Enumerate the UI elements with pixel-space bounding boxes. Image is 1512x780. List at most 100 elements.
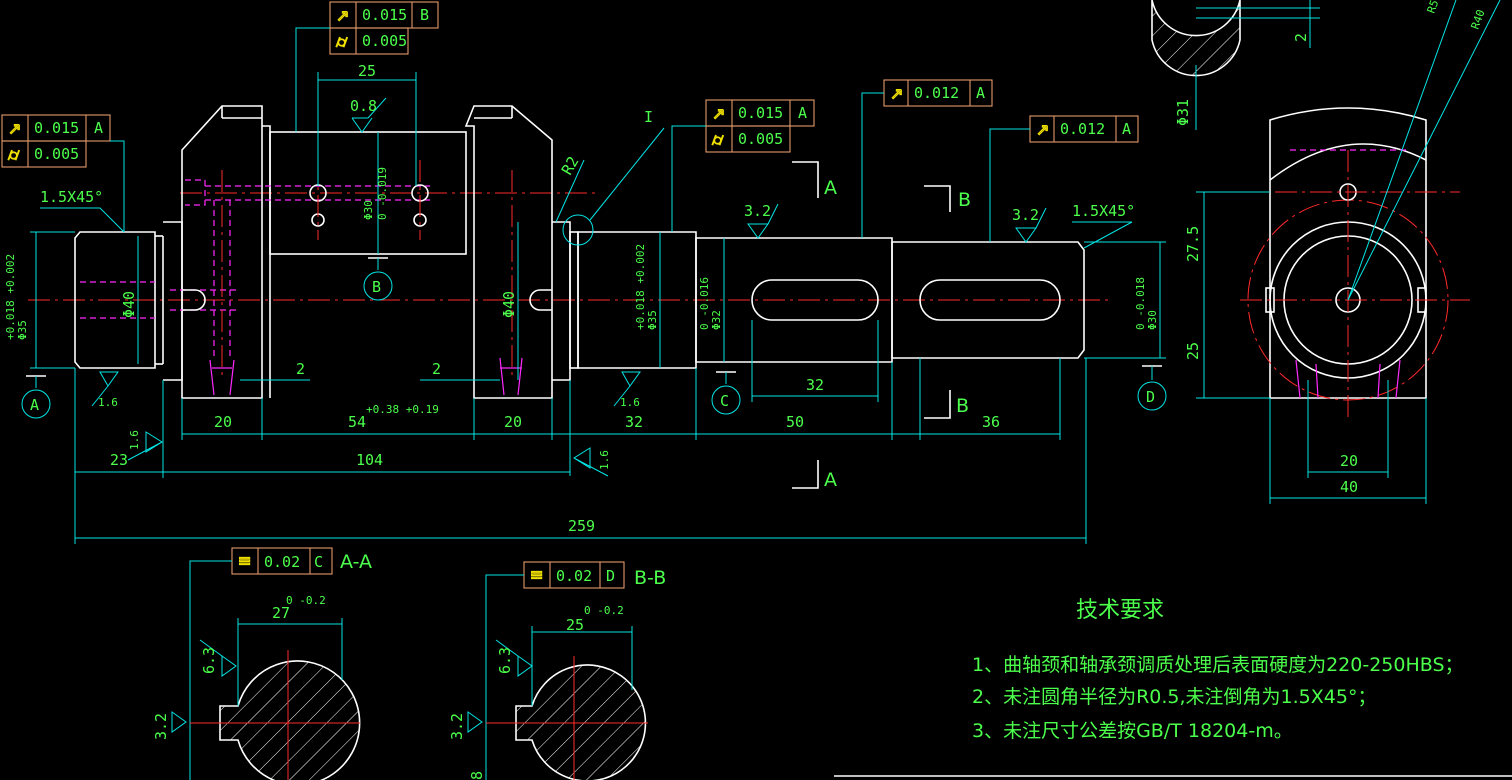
- dim-25-section-tol: 0 -0.2: [584, 604, 624, 617]
- frame3-datum: A: [798, 104, 807, 122]
- rough-32-b: 3.2: [1012, 206, 1039, 224]
- section-bb-title: B-B: [634, 567, 666, 589]
- runout-icon: ↗: [1036, 120, 1049, 139]
- rough-16-a: 1.6: [98, 396, 118, 409]
- tolerance-frame-1: ↗ ⌭ 0.015 B 0.005: [295, 1, 439, 132]
- tolerance-frame-2: ↗⌭ 0.015 A 0.005: [1, 114, 125, 232]
- frame7-datum: D: [606, 567, 615, 585]
- dim-dia35-right-tol: +0.018 +0.002: [634, 244, 647, 330]
- frame6-value: 0.02: [264, 553, 300, 571]
- section-marks: A A B B: [792, 161, 971, 491]
- rough-16-d: 1.6: [598, 450, 611, 470]
- keyway-2: [919, 279, 1061, 321]
- note-1: 1、曲轴颈和轴承颈调质处理后表面硬度为220-250HBS；: [972, 654, 1464, 676]
- cylindricity-icon: ⌭: [336, 32, 348, 51]
- radius-r5: R5: [1425, 0, 1442, 15]
- rough-16-b: 1.6: [128, 430, 141, 450]
- dimensions: 25 0.8 Φ30 0 -0.019 1.5X45° 1.5X45° Φ35 …: [4, 62, 1166, 544]
- tolerance-frame-4: ↗ 0.012 A: [861, 79, 993, 238]
- top-detail-view: 2 Φ31: [1151, 0, 1320, 130]
- frame1-datum: B: [420, 6, 429, 24]
- dim-dia30: Φ30: [362, 200, 375, 220]
- detail-label-I: I: [644, 108, 653, 126]
- frame6-datum: C: [314, 553, 323, 571]
- dim-27-tol: 0 -0.2: [286, 594, 326, 607]
- dim-dia31: Φ31: [1174, 99, 1192, 126]
- dim-dia30-right: Φ30: [1146, 310, 1159, 330]
- frame2-value2: 0.005: [34, 145, 79, 163]
- dim-25: 25: [358, 62, 376, 80]
- dim-104: 104: [356, 451, 383, 469]
- section-bb-view: ≡ 0.02 D B-B 25 0 -0.2 6.3 3.2 8: [448, 561, 666, 780]
- rough-32-section-b: 3.2: [448, 713, 466, 740]
- dim-20-side: 20: [1340, 452, 1358, 470]
- dim-50: 50: [786, 413, 804, 431]
- dim-dia30-right-tol: 0 -0.018: [1134, 277, 1147, 330]
- frame4-value: 0.012: [914, 84, 959, 102]
- frame5-datum: A: [1122, 120, 1131, 138]
- technical-requirements: 技术要求 1、曲轴颈和轴承颈调质处理后表面硬度为220-250HBS； 2、未注…: [834, 598, 1512, 777]
- rough-32-a: 3.2: [744, 202, 771, 220]
- frame4-datum: A: [976, 84, 985, 102]
- section-b-top: B: [958, 189, 971, 211]
- rough-32-section-a: 3.2: [152, 713, 170, 740]
- frame1-value2: 0.005: [362, 32, 407, 50]
- dim-dia32-tol: 0 -0.016: [698, 277, 711, 330]
- dim-dia32: Φ32: [710, 310, 723, 330]
- frame2-datum: A: [94, 119, 103, 137]
- frame7-value: 0.02: [556, 567, 592, 585]
- datums: A B C D: [21, 257, 1167, 419]
- cylindricity-icon: ⌭: [8, 145, 20, 164]
- dim-27: 27: [272, 604, 290, 622]
- chamfer-right: 1.5X45°: [1072, 202, 1135, 220]
- dim-25-vertical: 25: [1184, 342, 1202, 360]
- dim-dia30-tol: 0 -0.019: [376, 167, 389, 220]
- frame1-value1: 0.015: [362, 6, 407, 24]
- dim-32-journal: 32: [625, 413, 643, 431]
- dim-259: 259: [568, 517, 595, 535]
- section-b-bottom: B: [956, 395, 969, 417]
- dim-27-5: 27.5: [1184, 226, 1202, 262]
- datum-b: B: [372, 278, 381, 296]
- section-aa-title: A-A: [340, 551, 372, 573]
- tolerance-frame-3: ↗⌭ 0.015 A 0.005: [671, 99, 815, 232]
- dim-2-top: 2: [1292, 33, 1310, 42]
- dim-54: 54: [348, 413, 366, 431]
- dim-2-left: 2: [296, 360, 305, 378]
- dim-dia35-right: Φ35: [646, 310, 659, 330]
- rough-63-a: 6.3: [200, 647, 218, 674]
- dim-dia40-left: Φ40: [120, 291, 138, 318]
- frame3-value1: 0.015: [738, 104, 783, 122]
- dim-2-right: 2: [432, 360, 441, 378]
- runout-icon: ↗: [712, 104, 725, 123]
- dim-dia40-right: Φ40: [500, 291, 518, 318]
- dim-40-side: 40: [1340, 478, 1358, 496]
- runout-icon: ↗: [336, 6, 349, 25]
- note-3: 3、未注尺寸公差按GB/T 18204-m。: [972, 720, 1293, 742]
- cylindricity-icon: ⌭: [712, 130, 724, 149]
- tolerance-frame-5: ↗ 0.012 A: [989, 115, 1139, 242]
- notes-title: 技术要求: [1076, 598, 1164, 623]
- dim-54-tol: +0.38 +0.19: [366, 403, 439, 416]
- dim-dia35-left: Φ35: [16, 320, 29, 340]
- left-crank-web: [181, 105, 263, 399]
- right-crank-web: [464, 105, 553, 399]
- side-view: R5 R40 27.5 25 20 40: [1184, 0, 1501, 504]
- symmetry-icon: ≡: [238, 551, 251, 570]
- datum-c: C: [720, 392, 729, 410]
- rough-08: 0.8: [350, 97, 377, 115]
- dim-20-right: 20: [504, 413, 522, 431]
- dim-25-section: 25: [566, 616, 584, 634]
- rough-63-b: 6.3: [496, 647, 514, 674]
- section-a-bottom: A: [824, 469, 837, 491]
- section-a-top: A: [824, 177, 837, 199]
- keyway-1: [751, 279, 879, 321]
- dim-23: 23: [110, 451, 128, 469]
- shaft-section-30: [891, 241, 1085, 359]
- crank-pin: [269, 131, 467, 255]
- symmetry-icon: ≡: [530, 565, 543, 584]
- dim-8: 8: [468, 771, 486, 780]
- dim-dia35-left-tol: +0.018 +0.002: [4, 254, 17, 340]
- left-journal: [74, 231, 156, 369]
